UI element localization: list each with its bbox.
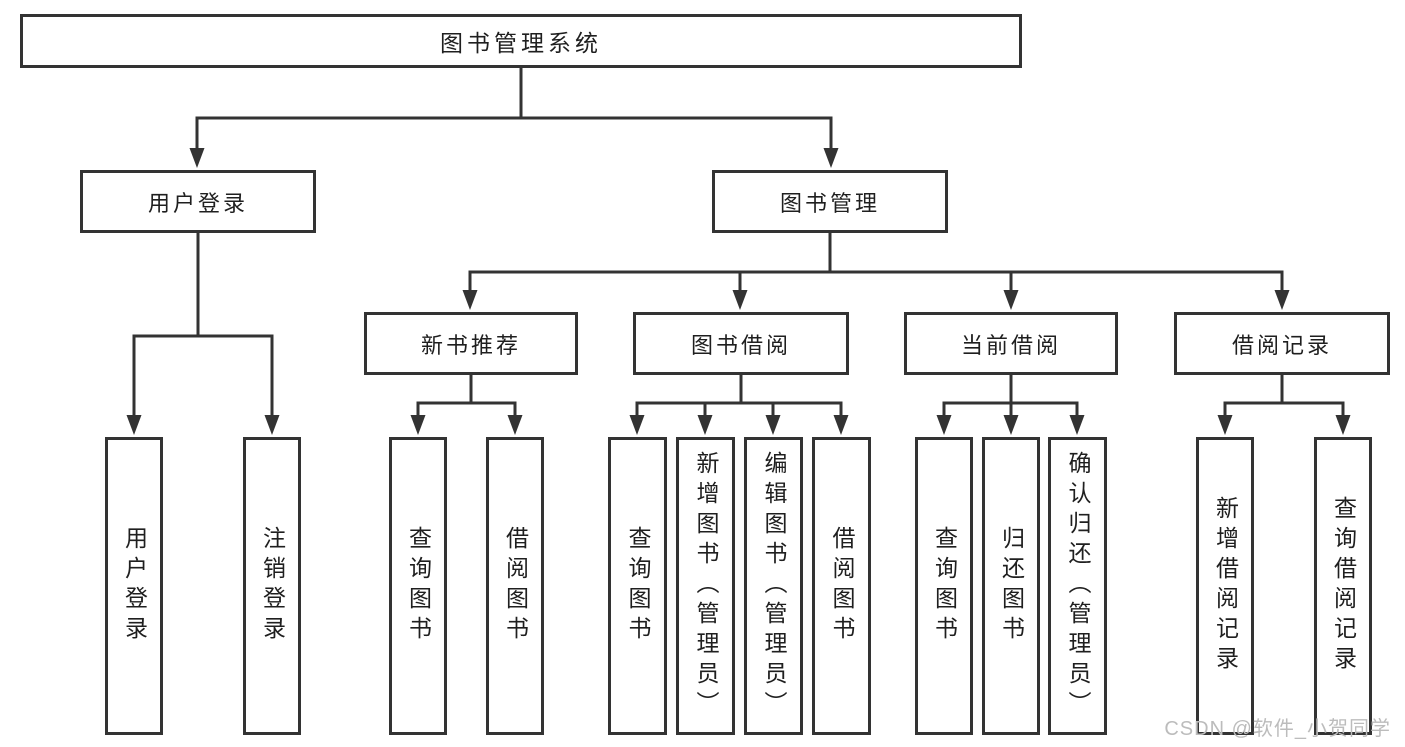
leaf-user-login: 用户登录	[105, 437, 163, 735]
leaf-query-books-recommend-label: 查询图书	[405, 526, 432, 646]
leaf-query-books-recommend: 查询图书	[389, 437, 447, 735]
leaf-borrow-books-recommend: 借阅图书	[486, 437, 544, 735]
leaf-logout: 注销登录	[243, 437, 301, 735]
node-new-book-recommend-label: 新书推荐	[420, 332, 521, 358]
node-book-management-label: 图书管理	[779, 190, 880, 216]
node-user-login-label: 用户登录	[147, 190, 248, 216]
node-book-management: 图书管理	[712, 170, 948, 233]
leaf-query-borrow-record-label: 查询借阅记录	[1330, 496, 1357, 676]
leaf-edit-book-admin: 编辑图书（管理员）	[744, 437, 803, 735]
leaf-query-books-borrow-label: 查询图书	[625, 526, 651, 646]
leaf-logout-label: 注销登录	[259, 526, 286, 646]
leaf-confirm-return-admin-label: 确认归还（管理员）	[1065, 451, 1091, 721]
leaf-query-books-borrow: 查询图书	[608, 437, 667, 735]
leaf-add-book-admin-label: 新增图书（管理员）	[693, 451, 719, 721]
leaf-query-books-current-label: 查询图书	[931, 526, 958, 646]
leaf-borrow-books-recommend-label: 借阅图书	[502, 526, 529, 646]
leaf-add-borrow-record-label: 新增借阅记录	[1212, 496, 1239, 676]
node-borrowing-records-label: 借阅记录	[1231, 332, 1332, 358]
node-current-borrowing: 当前借阅	[904, 312, 1118, 375]
node-borrowing-records: 借阅记录	[1174, 312, 1390, 375]
node-root-system-label: 图书管理系统	[440, 30, 602, 56]
node-user-login: 用户登录	[80, 170, 316, 233]
leaf-return-book: 归还图书	[982, 437, 1040, 735]
node-book-borrowing-label: 图书借阅	[690, 332, 791, 358]
node-current-borrowing-label: 当前借阅	[960, 332, 1061, 358]
leaf-add-borrow-record: 新增借阅记录	[1196, 437, 1254, 735]
leaf-confirm-return-admin: 确认归还（管理员）	[1048, 437, 1107, 735]
leaf-borrow-books: 借阅图书	[812, 437, 871, 735]
leaf-query-borrow-record: 查询借阅记录	[1314, 437, 1372, 735]
leaf-edit-book-admin-label: 编辑图书（管理员）	[761, 451, 787, 721]
leaf-return-book-label: 归还图书	[998, 526, 1025, 646]
leaf-user-login-label: 用户登录	[121, 526, 148, 646]
node-new-book-recommend: 新书推荐	[364, 312, 578, 375]
leaf-query-books-current: 查询图书	[915, 437, 973, 735]
node-root-system: 图书管理系统	[20, 14, 1022, 68]
leaf-borrow-books-label: 借阅图书	[829, 526, 855, 646]
leaf-add-book-admin: 新增图书（管理员）	[676, 437, 735, 735]
node-book-borrowing: 图书借阅	[633, 312, 849, 375]
